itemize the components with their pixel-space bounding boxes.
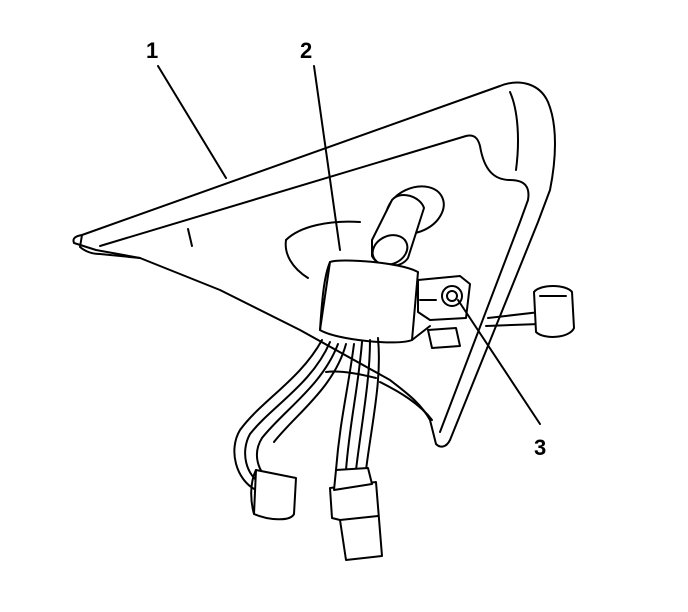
callout-1-label: 1 — [146, 38, 159, 63]
leader-line-2 — [313, 65, 341, 251]
switch-module — [319, 259, 471, 349]
leader-line-1 — [157, 65, 227, 179]
side-knob — [485, 285, 575, 338]
leader-line-3 — [457, 299, 541, 425]
connector-bottom — [329, 467, 383, 561]
screw-fastener — [441, 285, 463, 307]
leader-lines — [157, 65, 541, 425]
callout-3-label: 3 — [534, 435, 547, 460]
callout-2-label: 2 — [300, 38, 313, 63]
trim-panel — [72, 81, 556, 448]
wire-harness — [233, 337, 380, 491]
connector-left — [250, 469, 297, 521]
